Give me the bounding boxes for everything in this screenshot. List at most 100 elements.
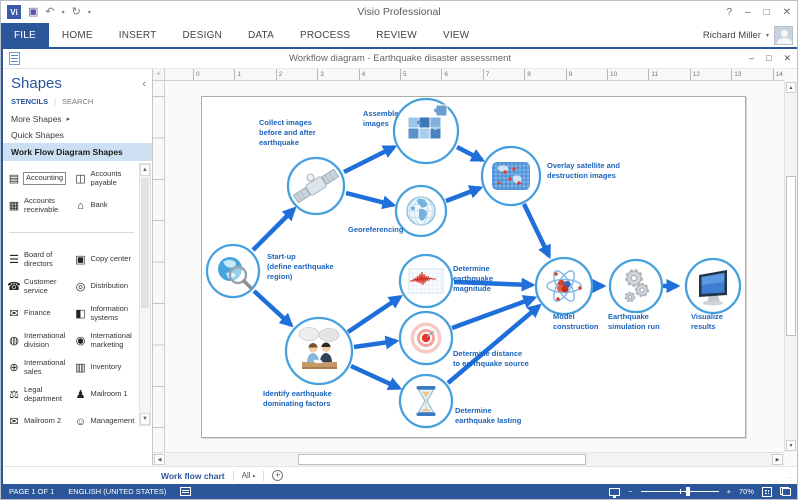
doc-close-button[interactable]: ✕ [783,53,791,63]
switch-windows-icon[interactable] [780,487,791,496]
label-startup[interactable]: Start-up (define earthquake region) [267,252,334,281]
help-button[interactable]: ? [726,6,732,18]
node-model-construction[interactable] [534,256,594,316]
ribbon-tab-process[interactable]: PROCESS [299,29,351,41]
label-distance[interactable]: Determine distance to earthquake source [453,349,529,368]
stencil-item[interactable]: ▤Accounting [5,165,72,192]
node-distance[interactable] [398,310,454,366]
stencil-scrollbar-thumb[interactable] [141,178,149,308]
visio-logo-icon[interactable]: Vi [7,5,21,19]
active-stencil-header[interactable]: Work Flow Diagram Shapes [3,143,152,161]
stencil-item[interactable]: ◍International division [5,327,72,354]
ribbon-tab-data[interactable]: DATA [247,29,274,41]
scroll-up-icon[interactable]: ▲ [140,164,150,176]
stencil-item[interactable]: ▦Accounts receivable [5,192,72,219]
add-page-button[interactable]: + [272,470,284,481]
maximize-button[interactable]: □ [763,6,770,18]
label-assemble-images[interactable]: Assemble images [363,109,399,128]
stencil-item[interactable]: ✉Mailroom 2 [5,408,72,426]
label-magnitude[interactable]: Determine earthquake magnitude [453,264,494,293]
quick-shapes-item[interactable]: Quick Shapes [11,130,64,140]
ribbon-tab-insert[interactable]: INSERT [118,29,157,41]
save-icon[interactable]: ▣ [28,5,39,18]
drawing-region[interactable] [165,81,784,452]
language-indicator[interactable]: ENGLISH (UNITED STATES) [68,487,167,496]
page-tab-workflow-chart[interactable]: Work flow chart [161,470,225,481]
stencil-scrollbar[interactable]: ▲ ▼ [139,163,151,426]
stencil-item[interactable]: ◉International marketing [72,327,139,354]
page-indicator[interactable]: PAGE 1 OF 1 [9,487,55,496]
label-identify-factors[interactable]: Identify earthquake dominating factors [263,389,332,408]
canvas-vertical-scrollbar[interactable]: ▲ ▼ [784,81,797,452]
ribbon-tab-review[interactable]: REVIEW [376,29,417,41]
scroll-left-icon[interactable]: ◀ [154,454,165,465]
label-simulation-run[interactable]: Earthquake simulation run [608,312,660,331]
horizontal-scrollbar-thumb[interactable] [298,454,586,465]
ribbon-tab-design[interactable]: DESIGN [182,29,222,41]
label-model-construction[interactable]: Model construction [553,312,599,331]
stencil-item[interactable]: ☰Board of directors [5,246,72,273]
stencil-item[interactable]: ◧Information systems [72,300,139,327]
label-georeferencing[interactable]: Georeferencing [348,225,404,234]
node-collect-satellite[interactable] [286,156,346,216]
stencil-item[interactable]: ⚖Legal department [5,381,72,408]
zoom-in-button[interactable]: + [726,487,731,496]
node-simulation-run[interactable] [608,258,664,314]
ribbon-tab-file[interactable]: FILE [1,23,49,47]
node-overlay-images[interactable] [480,145,542,207]
stencil-item[interactable]: ◫Accounts payable [72,165,139,192]
doc-maximize-button[interactable]: □ [766,53,772,63]
canvas-horizontal-scrollbar[interactable]: ◀ ▶ [153,452,784,466]
zoom-slider-thumb[interactable] [685,487,690,496]
customize-qat-icon[interactable]: ▾ [87,9,91,16]
label-lasting[interactable]: Determine earthquake lasting [455,406,522,425]
stencil-item[interactable]: ◎Distribution [72,273,139,300]
diagram-connectors[interactable] [251,144,681,391]
node-identify-factors[interactable] [284,316,354,386]
zoom-slider[interactable] [640,486,719,497]
stencil-item[interactable]: ⌂Bank [72,192,139,219]
stencil-item[interactable]: ▥Inventory [72,354,139,381]
resize-grip[interactable]: .: [786,471,793,480]
pages-filter-dropdown[interactable]: All ▴ [241,471,256,480]
zoom-level[interactable]: 70% [738,487,754,496]
node-startup[interactable] [205,243,261,299]
label-visualize-results[interactable]: Visualize results [691,312,723,331]
avatar[interactable] [774,25,793,45]
stencil-item[interactable]: ⊕International sales [5,354,72,381]
stencil-item[interactable]: ☺Management [72,408,139,427]
zoom-out-button[interactable]: − [628,487,633,496]
collapse-panel-icon[interactable]: ‹ [142,77,146,90]
stencil-item[interactable]: ✉Finance [5,300,72,327]
node-lasting[interactable] [398,373,454,429]
scroll-up-icon[interactable]: ▲ [786,82,796,93]
undo-icon[interactable]: ↶ [45,5,55,18]
presentation-mode-icon[interactable] [609,487,621,498]
scroll-down-icon[interactable]: ▼ [786,440,796,451]
stencil-item[interactable]: ▣Copy center [72,246,139,273]
proofing-icon[interactable] [180,487,192,496]
tab-search[interactable]: SEARCH [62,97,94,106]
redo-icon[interactable]: ↻ [71,5,81,18]
more-shapes-item[interactable]: More Shapes ▸ [11,114,71,124]
undo-dropdown-icon[interactable]: ▾ [61,9,65,16]
label-collect-images[interactable]: Collect images before and after earthqua… [259,118,316,147]
node-magnitude[interactable] [398,253,454,309]
minimize-button[interactable]: – [745,6,751,18]
scroll-right-icon[interactable]: ▶ [772,454,783,465]
vertical-scrollbar-thumb[interactable] [786,176,796,336]
ribbon-tab-view[interactable]: VIEW [442,29,470,41]
stencil-item[interactable]: ♟Mailroom 1 [72,381,139,408]
close-button[interactable]: ✕ [782,6,791,18]
stencil-item[interactable]: ☎Customer service [5,273,72,300]
fit-page-icon[interactable] [762,486,772,497]
ribbon-tab-home[interactable]: HOME [61,29,93,41]
tab-stencils[interactable]: STENCILS [11,97,49,106]
user-account-menu[interactable]: Richard Miller ▾ [703,23,797,47]
node-assemble-images[interactable] [392,97,460,165]
scroll-down-icon[interactable]: ▼ [140,413,150,425]
node-georeferencing[interactable] [394,184,448,238]
label-overlay-images[interactable]: Overlay satellite and destruction images [547,161,620,180]
node-visualize-results[interactable] [684,257,742,315]
doc-minimize-button[interactable]: – [749,53,755,63]
